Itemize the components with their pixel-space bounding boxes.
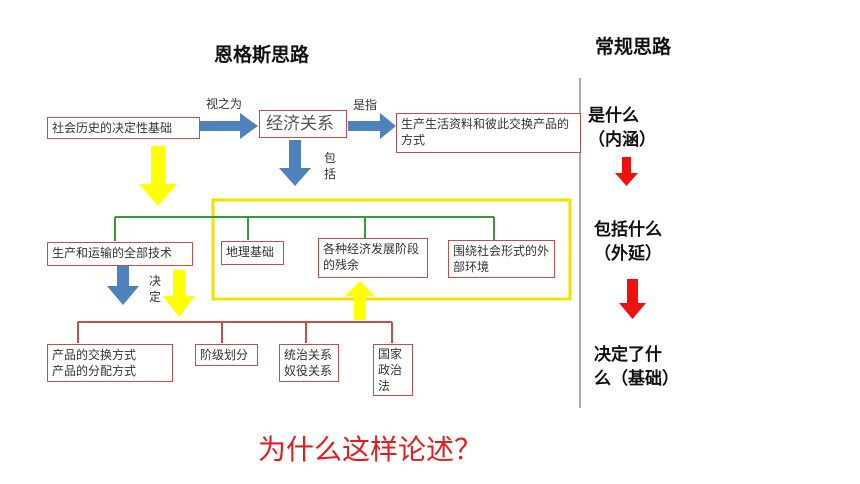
decide-line: 决定了什 [594,345,662,365]
label-refers-to: 是指 [353,98,378,112]
box-exchange-distribution: 产品的交换方式 产品的分配方式 [47,344,173,382]
label-includes: 包括 [323,151,336,181]
rule-line: 统治关系 [284,348,333,362]
label-regarded-as: 视之为 [206,97,243,111]
distribution-line: 产品的分配方式 [52,364,137,378]
blue-arrow-right-1 [200,113,258,139]
exchange-line: 产品的交换方式 [52,348,137,362]
box-social-base: 社会历史的决定性基础 [47,117,200,139]
red-arrow-down-1 [615,157,638,186]
box-economic-relations: 经济关系 [259,110,347,138]
blue-arrow-right-2 [348,113,396,139]
question-text: 为什么这样论述？ [258,433,483,466]
include-line: 包括什么 [594,220,662,240]
left-heading: 恩格斯思路 [214,44,310,66]
box-state-politics-law: 国家政治法 [373,344,413,396]
box-production-tech: 生产和运输的全部技术 [47,242,193,266]
red-connectors [77,321,393,343]
yellow-arrow-up [345,281,375,320]
box-external-env: 围绕社会形式的外部环境 [448,240,555,278]
yellow-arrow-down-1 [139,146,177,206]
right-heading: 常规思路 [595,36,672,58]
right-include: 包括什么 （外延） [594,218,662,266]
box-economic-remnants: 各种经济发展阶段的残余 [318,238,428,278]
connotation-line: （内涵） [588,130,656,150]
box-rule-relations: 统治关系 奴役关系 [279,344,339,382]
red-arrow-down-2 [619,279,646,319]
what-line: 是什么 [588,106,639,126]
extension-line: （外延） [594,244,662,264]
box-class-division: 阶级划分 [195,344,258,366]
blue-arrow-down-1 [279,140,311,186]
blue-arrow-down-2 [107,266,139,305]
right-what: 是什么 （内涵） [588,104,656,152]
yellow-arrow-down-2 [163,270,195,317]
right-decide: 决定了什 么（基础） [594,343,679,391]
box-production-exchange: 生产生活资料和彼此交换产品的方式 [396,113,581,153]
basis-line: 么（基础） [594,369,679,389]
box-geo-base: 地理基础 [221,241,284,265]
servitude-line: 奴役关系 [284,364,333,378]
label-decides: 决定 [148,274,161,304]
green-connectors [114,216,495,241]
yellow-frame [211,198,572,301]
